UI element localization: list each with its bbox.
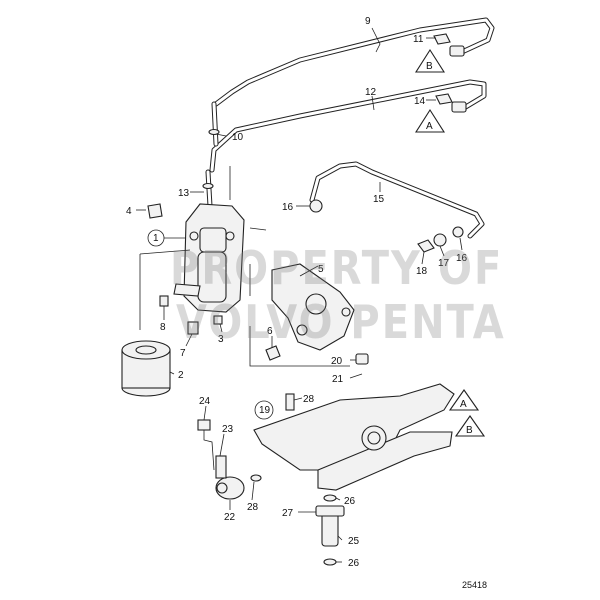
connector-a-bottom: A (460, 399, 467, 410)
connector-b-top: B (426, 61, 433, 72)
callout-10: 10 (232, 132, 244, 143)
callout-3: 3 (218, 334, 224, 345)
callout-6: 6 (267, 326, 273, 337)
callout-17: 17 (438, 258, 450, 269)
callout-9: 9 (365, 16, 371, 27)
callout-4: 4 (126, 206, 132, 217)
callout-18: 18 (416, 266, 428, 277)
fitting-4 (147, 203, 163, 219)
callout-2: 2 (178, 370, 184, 381)
fuel-line-15 (309, 161, 485, 239)
callout-7: 7 (180, 348, 186, 359)
callout-15: 15 (373, 194, 385, 205)
leader-lines (136, 27, 463, 563)
callout-28b: 28 (247, 502, 259, 513)
fuel-line-9 (213, 17, 495, 107)
callout-26a: 26 (344, 496, 356, 507)
callout-22: 22 (224, 512, 236, 523)
callout-20: 20 (331, 356, 343, 367)
callout-13: 13 (178, 188, 190, 199)
callout-5: 5 (318, 264, 324, 275)
callout-23: 23 (222, 424, 234, 435)
callout-27: 27 (282, 508, 294, 519)
callout-19: 19 (259, 405, 271, 416)
callout-14: 14 (414, 96, 426, 107)
callout-21: 21 (332, 374, 344, 385)
callout-1: 1 (153, 233, 159, 244)
callout-16a: 16 (282, 202, 294, 213)
callout-11: 11 (413, 34, 424, 45)
fittings-16-17-18 (417, 226, 464, 253)
fuel-filter-cartridge (121, 340, 171, 397)
callout-25: 25 (348, 536, 360, 547)
callout-labels: 9 11 12 14 10 13 15 16 4 1 5 18 17 16 8 … (126, 16, 468, 569)
bracket-5 (271, 263, 355, 351)
callout-8: 8 (160, 322, 166, 333)
fuel-line-12 (209, 79, 487, 173)
connector-b-bottom: B (466, 425, 473, 436)
frame-lines (139, 166, 350, 367)
callout-26b: 26 (348, 558, 360, 569)
callout-28a: 28 (303, 394, 315, 405)
callout-16b: 16 (456, 253, 468, 264)
fuel-filter-housing (173, 203, 245, 313)
vertical-tube (202, 101, 220, 209)
callout-24: 24 (199, 396, 211, 407)
fuel-rail (253, 383, 455, 491)
reference-number: 25418 (462, 580, 488, 590)
connector-a-top: A (426, 121, 433, 132)
injector (315, 494, 345, 566)
item-circles (147, 229, 274, 420)
connector-triangles: B A A B (414, 48, 486, 437)
callout-12: 12 (365, 87, 377, 98)
